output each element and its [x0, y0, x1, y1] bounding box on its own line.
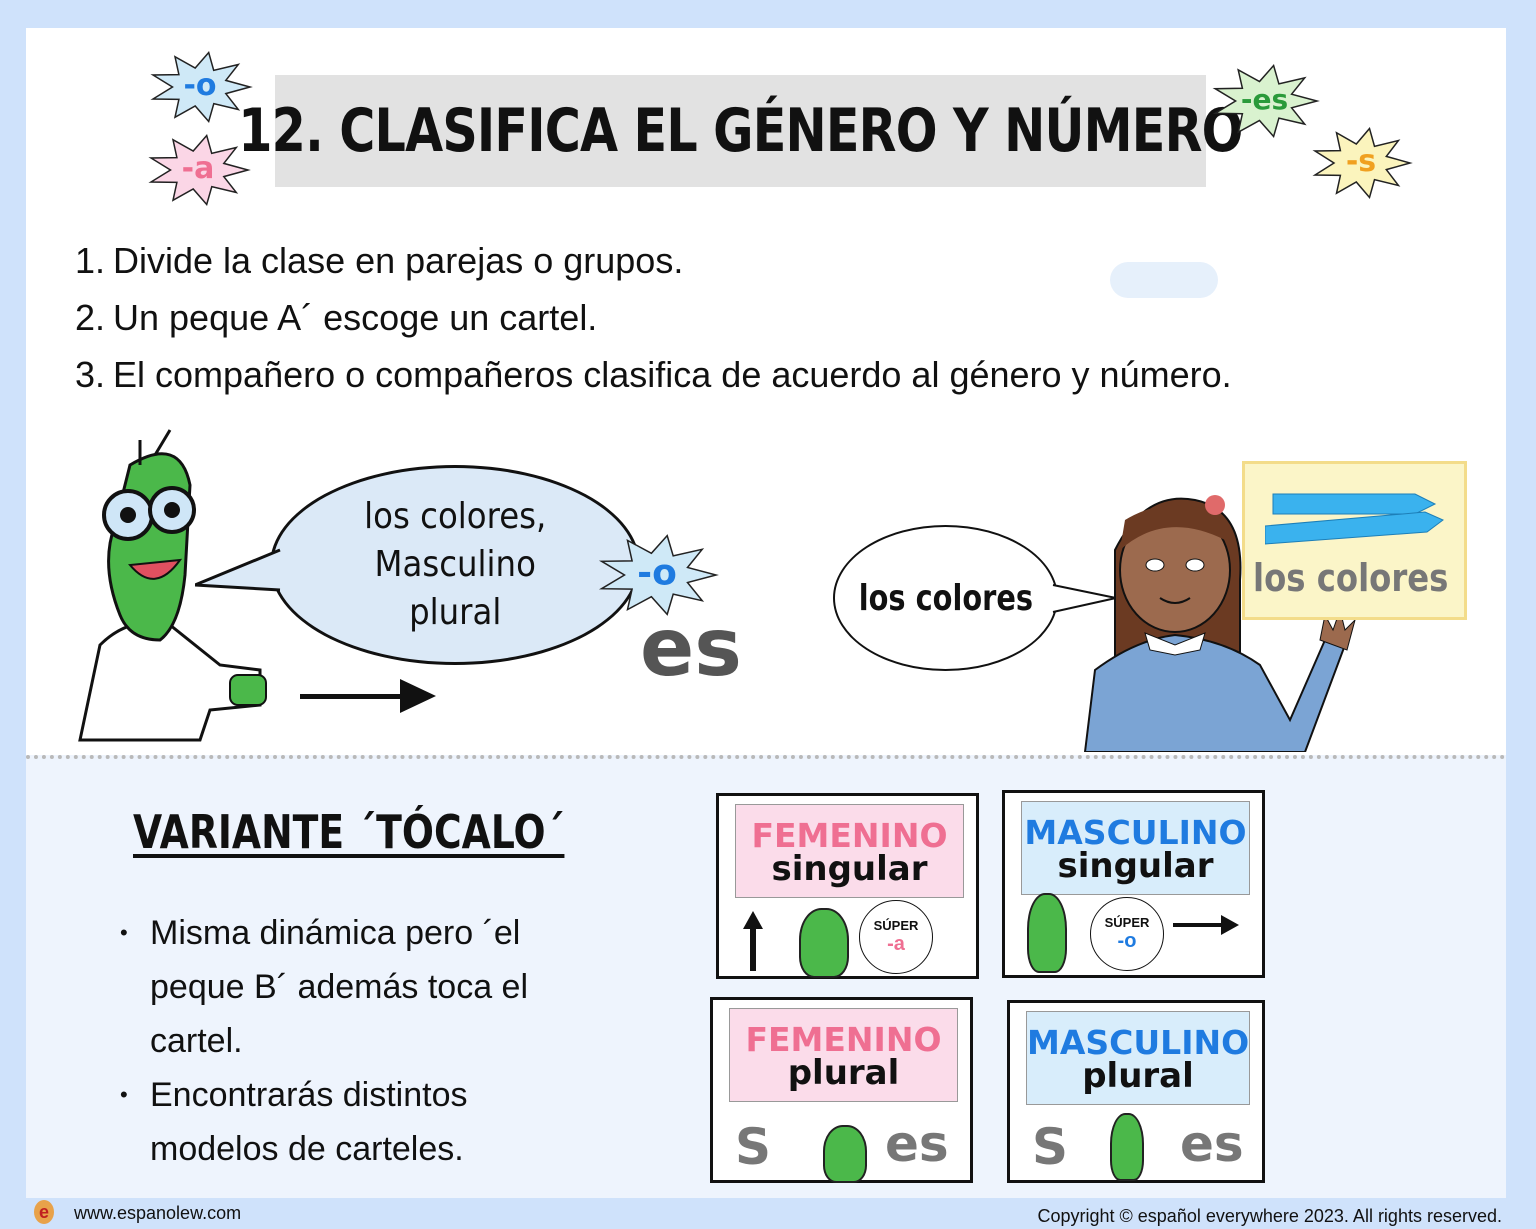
- variant-bullets: Misma dinámica pero ´el peque B´ además …: [120, 906, 590, 1176]
- starburst-shape: [1212, 63, 1320, 139]
- super-bubble: SÚPER-o: [1090, 897, 1164, 971]
- badge-a-icon: -a: [148, 133, 251, 207]
- starburst-shape: [148, 133, 251, 207]
- letters-es-icon: es: [1180, 1115, 1244, 1173]
- bubble-badge: -a: [887, 933, 905, 955]
- frog-scientist-illustration: [78, 429, 267, 742]
- step-number: 3.: [75, 354, 106, 395]
- step-text: Un peque A´ escoge un cartel.: [113, 297, 598, 338]
- starburst-shape: [598, 534, 719, 616]
- sign-text: los colores: [1253, 556, 1449, 600]
- speech-tail: [195, 548, 281, 592]
- logo-icon: e: [34, 1200, 54, 1224]
- letters-es-icon: es: [885, 1115, 949, 1173]
- arrow-right-icon: [300, 679, 436, 713]
- bubble-text: SÚPER: [873, 918, 919, 933]
- letter-s-icon: S: [1032, 1118, 1069, 1176]
- arrow-up-icon: [743, 911, 763, 971]
- starburst-shape: [150, 50, 253, 124]
- frog-icon: [1110, 1113, 1144, 1181]
- step-text: Divide la clase en parejas o grupos.: [113, 240, 684, 281]
- frog-icon: [799, 908, 849, 978]
- arrow-right-icon: [1173, 915, 1239, 935]
- letters-es: es: [640, 601, 742, 694]
- step-text: El compañero o compañeros clasifica de a…: [113, 354, 1232, 395]
- card-number: singular: [771, 849, 928, 889]
- bubble-badge: -o: [1117, 930, 1137, 952]
- copyright-text: Copyright © español everywhere 2023. All…: [1037, 1206, 1502, 1226]
- variant-heading: VARIANTE ´TÓCALO´: [133, 805, 565, 859]
- cloud-icon: [1110, 262, 1218, 298]
- frog-icon: [823, 1125, 867, 1183]
- badge-o-icon: -o: [598, 534, 719, 616]
- badge-o-icon: -o: [150, 50, 253, 124]
- card-gender: MASCULINO: [1027, 1023, 1250, 1062]
- badge-es-icon: -es: [1212, 63, 1320, 139]
- page-title: 12. CLASIFICA EL GÉNERO Y NÚMERO: [238, 96, 1243, 166]
- speech-line: los colores,: [363, 496, 547, 537]
- sign-card[interactable]: los colores: [1242, 461, 1467, 620]
- card-gender: MASCULINO: [1024, 813, 1247, 852]
- starburst-shape: [1312, 126, 1413, 200]
- girl-speech-bubble: los colores: [833, 525, 1058, 671]
- badge-s-icon: -s: [1312, 126, 1413, 200]
- bubble-text: SÚPER: [1104, 915, 1150, 930]
- speech-line: plural: [408, 592, 502, 633]
- step-3: 3.El compañero o compañeros clasifica de…: [75, 354, 1232, 396]
- bullet-item: Encontrarás distintos modelos de cartele…: [120, 1068, 590, 1176]
- frog-speech-bubble: los colores, Masculino plural: [270, 465, 640, 665]
- card-number: plural: [1082, 1056, 1194, 1096]
- card-gender: FEMENINO: [751, 816, 948, 855]
- speech-text: los colores: [858, 577, 1033, 619]
- card-gender: FEMENINO: [745, 1020, 942, 1059]
- letter-s-icon: S: [735, 1118, 772, 1176]
- step-number: 1.: [75, 240, 106, 281]
- pencils-icon: [1265, 493, 1444, 545]
- card-number: singular: [1057, 846, 1214, 886]
- card-number: plural: [787, 1053, 900, 1093]
- step-2: 2.Un peque A´ escoge un cartel.: [75, 297, 597, 339]
- frog-icon: [1027, 893, 1067, 973]
- website-link[interactable]: www.espanolew.com: [74, 1203, 242, 1223]
- super-bubble: SÚPER-a: [859, 900, 933, 974]
- title-banner: 12. CLASIFICA EL GÉNERO Y NÚMERO: [238, 75, 1244, 187]
- bullet-item: Misma dinámica pero ´el peque B´ además …: [120, 906, 590, 1068]
- step-number: 2.: [75, 297, 106, 338]
- girl-illustration: [1083, 495, 1356, 752]
- speech-line: Masculino: [374, 544, 536, 585]
- step-1: 1.Divide la clase en parejas o grupos.: [75, 240, 683, 282]
